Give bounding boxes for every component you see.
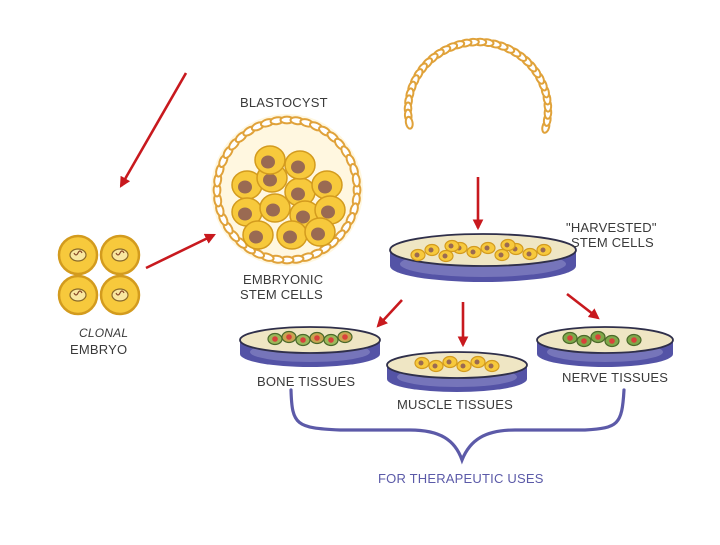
embryonic-stem-cells-label-line2: STEM CELLS [240,287,323,302]
arrow-to-bone-dish [376,299,403,328]
nerve-tissues-label: NERVE TISSUES [562,370,669,385]
embryo-chromatin [73,250,83,256]
embryo-chromatin [115,250,125,256]
harvested-cell-nucleus [414,252,420,258]
muscle-tissues-label: MUSCLE TISSUES [397,397,513,412]
nerve-cell-nucleus [631,337,637,343]
muscle-cell-nucleus [488,363,494,369]
inner-cell-nucleus [321,205,335,219]
muscle-cell-nucleus [432,363,438,369]
inner-cell-nucleus [266,203,280,217]
bone-dish [239,326,381,367]
embryo-label: EMBRYO [70,342,128,357]
blastocyst-label: BLASTOCYST [240,95,328,110]
bone-cell-nucleus [300,337,306,343]
harvested-cell-nucleus [498,252,504,258]
harvested-cell-nucleus [428,247,434,253]
harvested-stem-cells-label-line1: "HARVESTED" [566,220,657,235]
inner-cell-nucleus [291,187,305,201]
bone-tissues-label: BONE TISSUES [257,374,356,389]
inner-cell-nucleus [238,207,252,221]
harvested-cell-nucleus [484,245,490,251]
arrow-to-nerve-dish [566,292,600,320]
embryonic-stem-cells-label-line1: EMBRYONIC [243,272,324,287]
inner-cell-nucleus [291,160,305,174]
embryo-nucleus [111,288,129,302]
spiral-cell [404,115,414,130]
harvested-stem-cells-label-line2: STEM CELLS [571,235,654,250]
nerve-cell-nucleus [609,338,615,344]
harvested-cell-nucleus [526,251,532,257]
inner-cell-nucleus [318,180,332,194]
bone-cell-nucleus [314,335,320,341]
therapeutic-brace [289,388,626,465]
bone-cell-nucleus [272,336,278,342]
bone-cell-nucleus [286,334,292,340]
harvested-cell-nucleus [540,247,546,253]
inner-cell-nucleus [238,180,252,194]
inner-cell-nucleus [296,210,310,224]
harvested-cell-nucleus [448,243,454,249]
trophoblast-cell [351,172,361,188]
inner-cell-nucleus [283,230,297,244]
bone-cell-nucleus [328,337,334,343]
therapeutic-uses-label: FOR THERAPEUTIC USES [378,471,544,486]
harvested-cell-nucleus [470,249,476,255]
embryo-chromatin [73,290,83,296]
embryo-nucleus [111,248,129,262]
nerve-cell-nucleus [581,338,587,344]
inner-cell-nucleus [263,173,277,187]
inner-cell-nucleus [261,155,275,169]
embryo-chromatin [115,290,125,296]
muscle-cell-nucleus [474,359,480,365]
embryo-nucleus [69,288,87,302]
muscle-cell-nucleus [460,363,466,369]
inner-cell-nucleus [249,230,263,244]
muscle-cell-nucleus [418,360,424,366]
harvested-cell-nucleus [442,253,448,259]
arrow-into-embryo [119,72,188,188]
arrow-embryo-to-blastocyst [145,233,216,270]
muscle-dish [386,351,528,392]
muscle-cell-nucleus [446,359,452,365]
bone-cell-nucleus [342,334,348,340]
inner-cell-nucleus [311,227,325,241]
nerve-cell-nucleus [567,335,573,341]
embryo-nucleus [69,248,87,262]
nerve-cell-nucleus [595,334,601,340]
clonal-label: CLONAL [79,326,129,340]
nerve-dish [536,326,674,367]
harvested-cell-nucleus [504,242,510,248]
